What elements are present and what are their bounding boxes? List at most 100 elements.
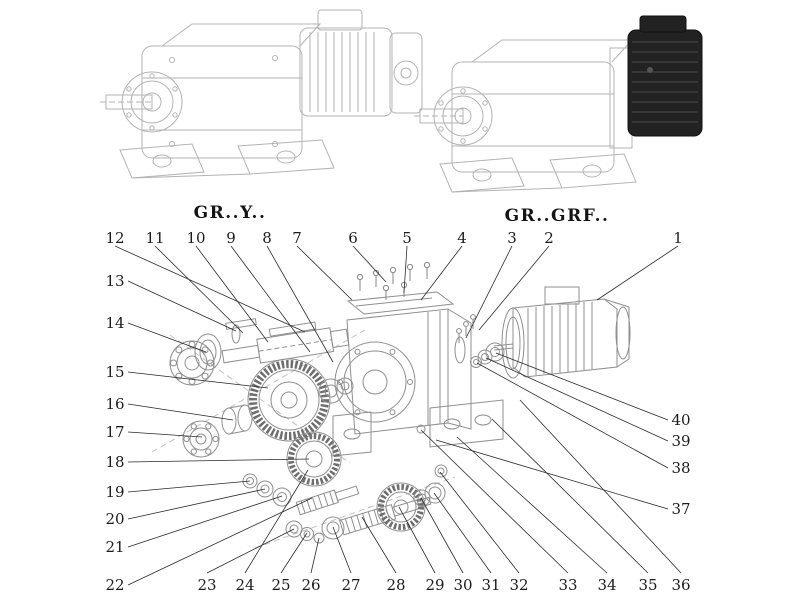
leader-line-13 — [127, 280, 237, 332]
callout-2: 2 — [544, 229, 554, 247]
leader-line-5 — [403, 245, 408, 294]
callout-31: 31 — [481, 576, 500, 594]
leader-line-19 — [127, 480, 251, 493]
motor-exploded — [493, 286, 631, 379]
drawing-gr-grf — [414, 39, 637, 193]
drawing-gr-y — [100, 9, 423, 179]
leader-line-25 — [280, 532, 308, 574]
leader-line-9 — [230, 245, 311, 353]
pinion-shaft — [295, 485, 360, 516]
callout-39: 39 — [671, 432, 690, 450]
snap-ring — [231, 324, 241, 344]
callout-24: 24 — [235, 576, 254, 594]
callout-22: 22 — [105, 576, 124, 594]
leader-line-33 — [420, 429, 569, 574]
callout-37: 37 — [671, 500, 690, 518]
output-shaft-assembly — [221, 321, 350, 364]
callout-23: 23 — [197, 576, 216, 594]
bearing-intermediate — [182, 420, 220, 458]
callout-29: 29 — [425, 576, 444, 594]
leader-line-32 — [439, 471, 520, 574]
leader-line-40 — [495, 352, 669, 421]
exploded-view — [151, 261, 631, 549]
shaft-key — [268, 321, 317, 337]
leader-line-24 — [244, 469, 309, 574]
leader-line-12 — [114, 245, 306, 333]
callout-12: 12 — [105, 229, 124, 247]
leader-line-28 — [361, 516, 397, 574]
leader-line-37 — [435, 439, 669, 510]
callout-34: 34 — [597, 576, 616, 594]
callout-17: 17 — [105, 423, 124, 441]
callout-1: 1 — [673, 229, 683, 247]
leader-line-36 — [519, 399, 682, 574]
oil-plug — [416, 424, 426, 434]
leader-line-10 — [195, 245, 269, 343]
leader-line-22 — [127, 497, 313, 586]
leader-line-11 — [154, 245, 244, 334]
callout-18: 18 — [105, 453, 124, 471]
variant-label-left: GR..Y.. — [194, 203, 267, 223]
callout-38: 38 — [671, 459, 690, 477]
bearing-output — [169, 340, 215, 386]
callout-28: 28 — [386, 576, 405, 594]
leader-line-8 — [266, 245, 334, 363]
leader-line-16 — [127, 403, 234, 421]
callout-13: 13 — [105, 272, 124, 290]
leader-line-20 — [127, 488, 266, 520]
callout-9: 9 — [226, 229, 236, 247]
callout-4: 4 — [457, 229, 467, 247]
small-rings — [242, 473, 292, 507]
callout-27: 27 — [341, 576, 360, 594]
mounting-foot — [237, 139, 335, 175]
callout-21: 21 — [105, 538, 124, 556]
variant-label-right: GR..GRF.. — [505, 206, 610, 226]
callout-16: 16 — [105, 395, 124, 413]
mounting-foot — [549, 153, 637, 189]
callout-15: 15 — [105, 363, 124, 381]
terminal-box — [317, 9, 363, 31]
leader-line-39 — [485, 357, 669, 442]
top-cover — [346, 291, 455, 315]
leader-line-29 — [398, 506, 436, 574]
leader-line-30 — [420, 497, 464, 574]
callout-40: 40 — [671, 411, 690, 429]
leader-line-14 — [127, 322, 207, 353]
leader-line-27 — [332, 526, 352, 574]
callout-36: 36 — [671, 576, 690, 594]
leader-line-31 — [433, 492, 492, 574]
leader-line-15 — [127, 371, 269, 389]
spacer-sleeve — [221, 404, 253, 435]
callout-20: 20 — [105, 510, 124, 528]
callout-33: 33 — [558, 576, 577, 594]
motor-terminal-box — [544, 286, 580, 305]
leader-line-34 — [456, 436, 608, 574]
callout-35: 35 — [638, 576, 657, 594]
gear-stage3 — [376, 482, 426, 532]
leader-line-23 — [206, 528, 295, 574]
callout-30: 30 — [453, 576, 472, 594]
leader-line-3 — [465, 245, 513, 339]
leader-line-17 — [127, 431, 203, 438]
callout-11: 11 — [145, 229, 164, 247]
motor-body — [299, 27, 393, 117]
callout-8: 8 — [262, 229, 272, 247]
callout-32: 32 — [509, 576, 528, 594]
leader-line-1 — [596, 245, 679, 301]
leader-line-4 — [420, 245, 463, 301]
callout-10: 10 — [186, 229, 205, 247]
callout-5: 5 — [402, 229, 412, 247]
callout-6: 6 — [348, 229, 358, 247]
fan-cover — [389, 32, 423, 114]
leader-line-2 — [478, 245, 550, 331]
leader-line-21 — [127, 495, 283, 548]
gear-stage1 — [247, 358, 331, 442]
end-washers — [413, 464, 448, 507]
leader-line-6 — [352, 245, 387, 283]
gear-housing — [332, 308, 504, 457]
callout-19: 19 — [105, 483, 124, 501]
motor-shaft-washers — [470, 342, 505, 368]
cover-bolts — [356, 261, 431, 300]
motor-bolts — [456, 314, 476, 343]
